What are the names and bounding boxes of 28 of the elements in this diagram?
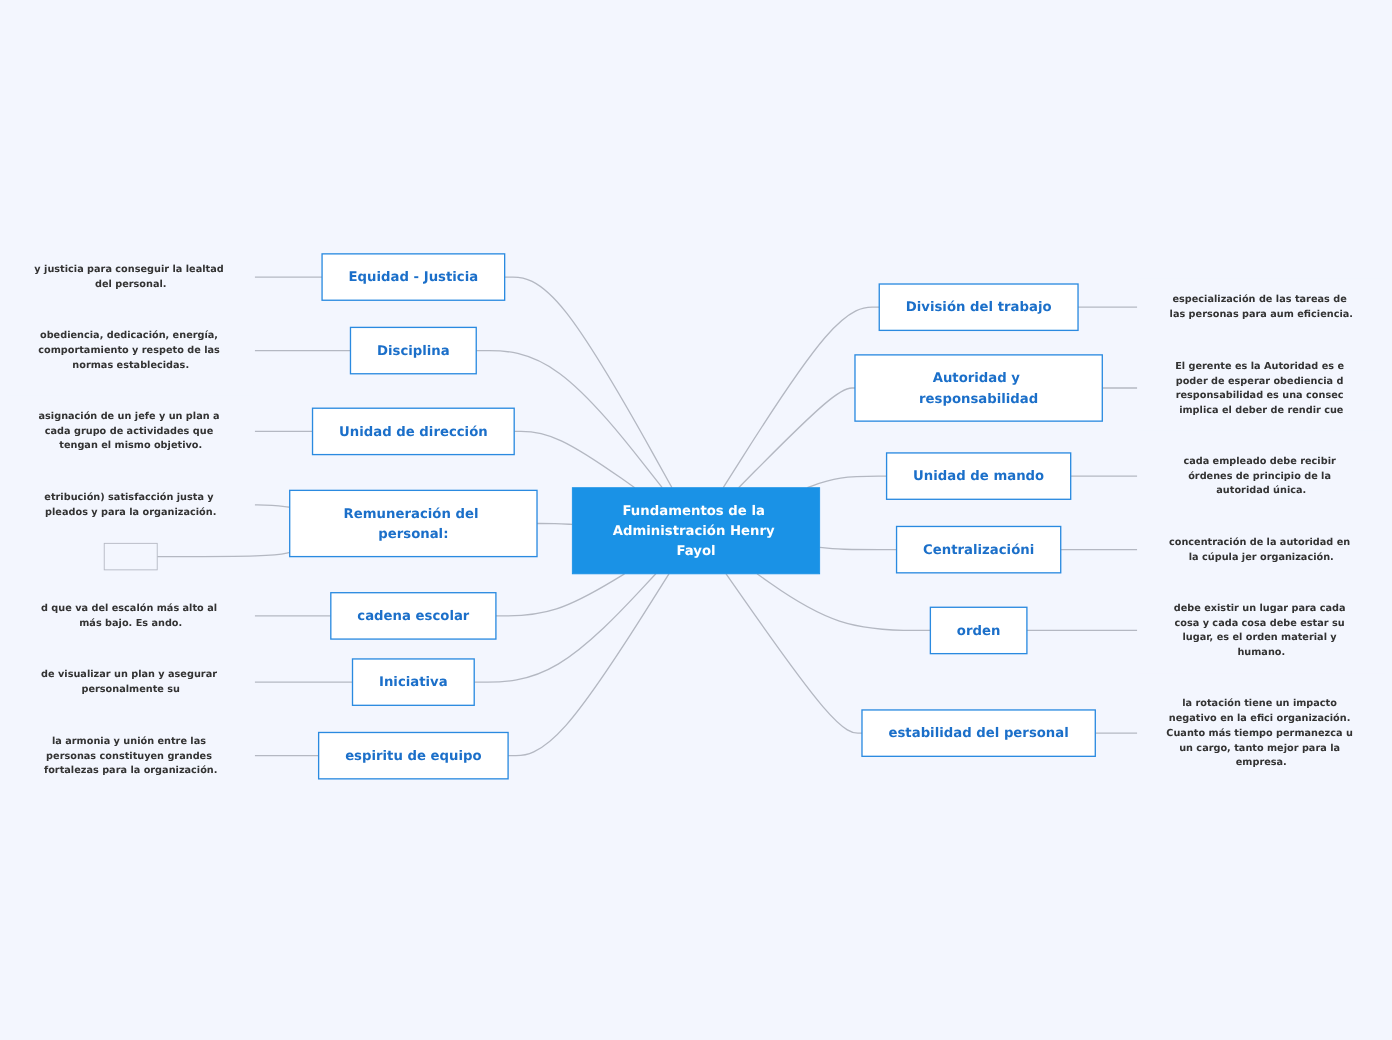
connector [1026, 629, 1139, 632]
connector [1101, 387, 1139, 389]
connector [156, 551, 291, 558]
connector [253, 681, 354, 683]
connector [1070, 475, 1139, 477]
connector [756, 573, 932, 632]
connector [737, 387, 856, 489]
connector [253, 276, 323, 278]
node-box [103, 542, 158, 571]
connector [725, 573, 863, 734]
connector [722, 306, 880, 489]
connector [253, 755, 320, 757]
connector [536, 522, 573, 526]
connector [253, 430, 314, 433]
connector [513, 430, 636, 489]
connector [504, 276, 673, 489]
connector [253, 615, 332, 617]
connector [1094, 732, 1139, 734]
connector [1077, 306, 1139, 308]
connector [253, 504, 291, 508]
connector [495, 573, 626, 617]
connector [806, 475, 888, 489]
connector [475, 349, 663, 489]
connector [507, 573, 670, 757]
connector [1060, 549, 1139, 551]
connector [819, 546, 898, 551]
connector [253, 349, 352, 352]
connector [473, 573, 657, 683]
